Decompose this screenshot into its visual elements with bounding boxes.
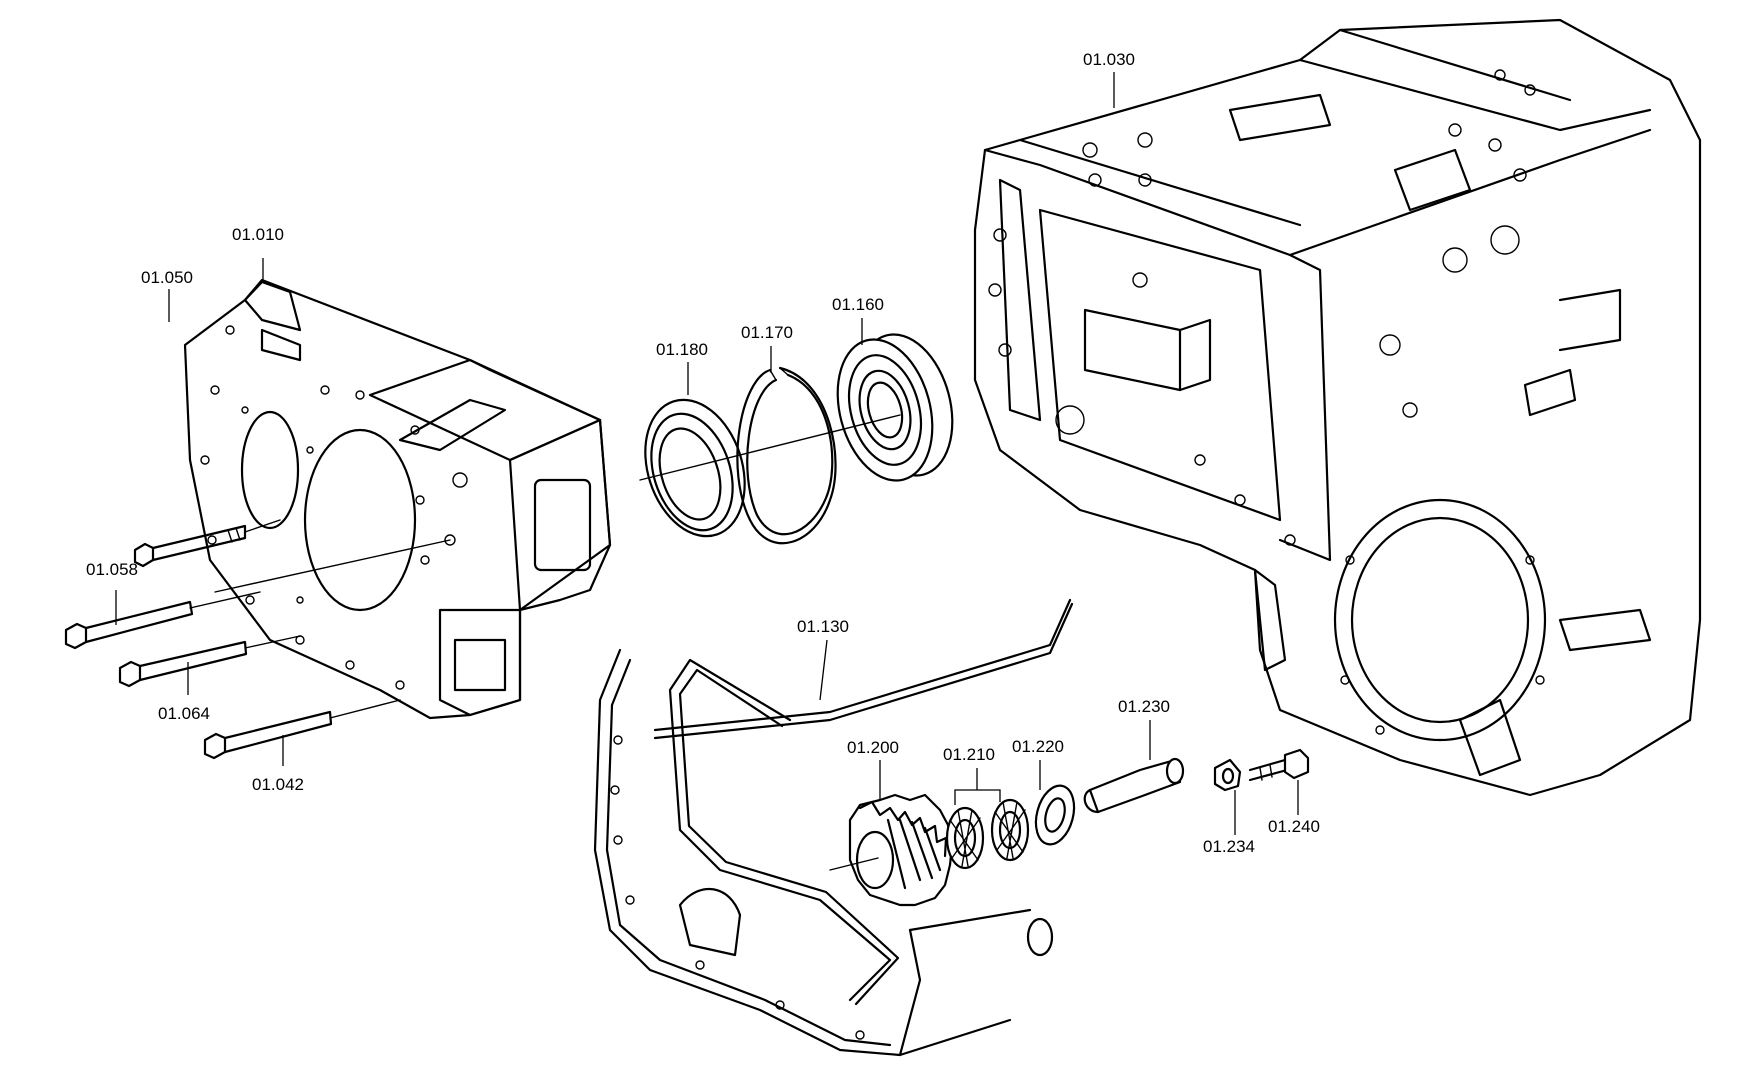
seal-01-180 bbox=[644, 398, 746, 538]
bearing-01-160 bbox=[836, 333, 954, 482]
label-01-030: 01.030 bbox=[1083, 50, 1135, 69]
bolt-01-042 bbox=[203, 710, 333, 760]
main-housing-part bbox=[973, 18, 1702, 797]
pipe-01-130 bbox=[653, 598, 1074, 1006]
label-01-130: 01.130 bbox=[797, 617, 849, 636]
needle-bearings-01-210 bbox=[945, 798, 1030, 870]
front-housing-bolt-holes bbox=[200, 325, 468, 690]
label-01-170: 01.170 bbox=[741, 323, 793, 342]
bolt-01-050 bbox=[133, 524, 247, 568]
label-01-230: 01.230 bbox=[1118, 697, 1170, 716]
circlip-01-170 bbox=[736, 366, 837, 545]
label-01-160: 01.160 bbox=[832, 295, 884, 314]
washer-01-220 bbox=[1034, 784, 1076, 846]
main-housing-bolt-holes bbox=[988, 69, 1545, 735]
label-01-180: 01.180 bbox=[656, 340, 708, 359]
bolt-01-064 bbox=[118, 640, 248, 688]
bolt-01-058 bbox=[64, 600, 194, 650]
label-01-240: 01.240 bbox=[1268, 817, 1320, 836]
rear-cover-part bbox=[593, 648, 1054, 1057]
label-01-010: 01.010 bbox=[232, 225, 284, 244]
label-01-210: 01.210 bbox=[943, 745, 995, 764]
leader-lines bbox=[115, 72, 1299, 835]
label-01-200: 01.200 bbox=[847, 738, 899, 757]
label-01-220: 01.220 bbox=[1012, 737, 1064, 756]
label-01-042: 01.042 bbox=[252, 775, 304, 794]
label-01-050: 01.050 bbox=[141, 268, 193, 287]
lock-plate-01-234 bbox=[1213, 758, 1242, 792]
label-01-064: 01.064 bbox=[158, 704, 210, 723]
shaft-01-230 bbox=[1083, 757, 1185, 814]
label-01-234: 01.234 bbox=[1203, 837, 1255, 856]
label-01-058: 01.058 bbox=[86, 560, 138, 579]
gear-01-200 bbox=[848, 793, 954, 907]
front-housing-part bbox=[183, 278, 612, 720]
part-labels: 01.010 01.030 01.050 01.058 01.064 01.04… bbox=[86, 50, 1320, 856]
rear-cover-bolt-holes bbox=[610, 735, 865, 1040]
screw-01-240 bbox=[1248, 748, 1310, 782]
